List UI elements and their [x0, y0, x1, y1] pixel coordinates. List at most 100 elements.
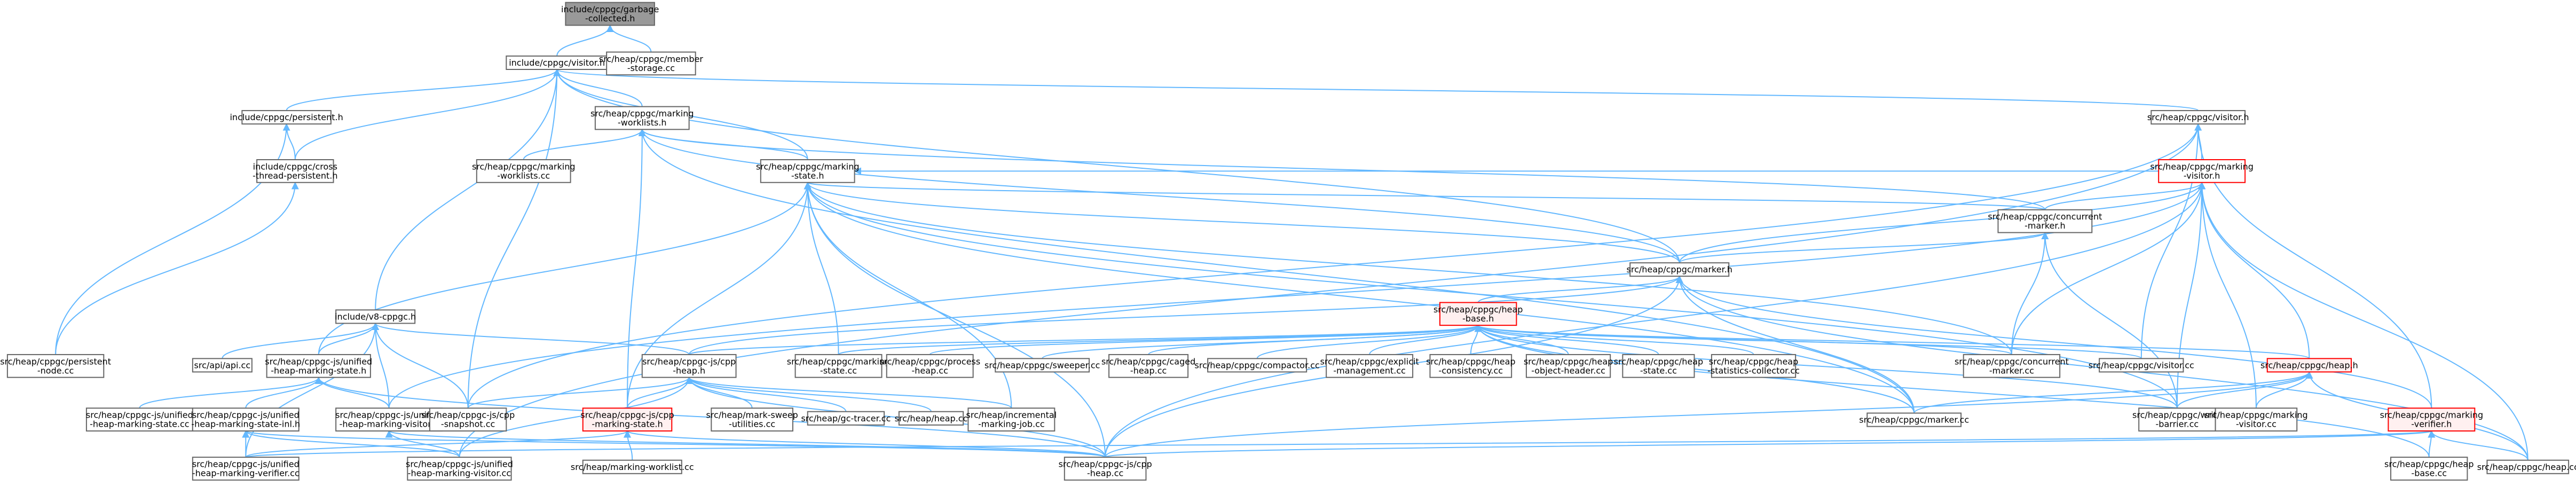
- dependency-edge: [803, 182, 839, 355]
- graph-node-cpp-heap-cc[interactable]: src/heap/cppgc-js/cpp-heap.cc: [1059, 457, 1152, 481]
- graph-node-member-storage[interactable]: src/heap/cppgc/member-storage.cc: [599, 51, 704, 76]
- graph-node-gc-tracer[interactable]: src/heap/gc-tracer.cc: [801, 411, 891, 426]
- dependency-edge: [1913, 371, 2313, 413]
- dependency-edge: [804, 182, 1680, 263]
- node-box: [335, 309, 416, 324]
- dependency-edge: [803, 182, 2012, 355]
- graph-node-heap-object-header[interactable]: src/heap/cppgc/heap-object-header.cc: [1524, 354, 1613, 378]
- node-label-line: src/heap/cppgc/marking: [2380, 410, 2484, 420]
- graph-node-marking-worklist-cc[interactable]: src/heap/marking-worklist.cc: [571, 459, 694, 474]
- graph-node-compactor[interactable]: src/heap/cppgc/compactor.cc: [1195, 358, 1320, 373]
- graph-node-process-heap[interactable]: src/heap/cppgc/process-heap.cc: [879, 354, 980, 378]
- node-label-line: src/heap/cppgc-js/cpp: [642, 356, 736, 366]
- graph-node-heap-stats[interactable]: src/heap/cppgc/heap-statistics-collector…: [1707, 354, 1800, 378]
- node-label-line: src/heap/cppgc/heap: [1433, 304, 1523, 315]
- graph-node-marker-h[interactable]: src/heap/cppgc/marker.h: [1627, 262, 1732, 277]
- graph-node-marking-verifier-h[interactable]: src/heap/cppgc/marking-verifier.h: [2380, 407, 2484, 432]
- node-box: [1997, 209, 2093, 233]
- node-label-line: -visitor.cc: [2236, 419, 2276, 429]
- node-label-line: -heap.h: [673, 365, 705, 375]
- graph-node-concurrent-marker-cc[interactable]: src/heap/cppgc/concurrent-marker.cc: [1955, 354, 2069, 378]
- graph-node-visitor-cc[interactable]: src/heap/cppgc/visitor.cc: [2089, 358, 2194, 373]
- graph-node-heap-h[interactable]: src/heap/cppgc/heap.h: [2260, 358, 2358, 373]
- graph-node-mark-sweep-util[interactable]: src/heap/mark-sweep-utilities.cc: [706, 407, 798, 432]
- graph-node-marking-visitor-h[interactable]: src/heap/cppgc/marking-visitor.h: [2150, 159, 2254, 183]
- dependency-edge: [639, 128, 2046, 210]
- graph-node-incremental-js[interactable]: src/heap/incremental-marking-job.cc: [966, 407, 1057, 432]
- dependency-edge: [624, 430, 1106, 458]
- node-label-line: -marker.h: [2024, 221, 2066, 231]
- node-label-line: src/heap/cppgc/marking: [472, 161, 576, 171]
- graph-node-unified-state-cc[interactable]: src/heap/cppgc-js/unified-heap-marking-s…: [85, 407, 193, 432]
- node-label-line: -collected.h: [585, 13, 635, 23]
- graph-node-heap-base-cc[interactable]: src/heap/cppgc/heap-base.cc: [2384, 457, 2473, 481]
- node-label-line: src/heap/cppgc/heap: [2384, 459, 2473, 469]
- graph-node-cross-thread[interactable]: include/cppgc/cross-thread-persistent.h: [253, 159, 338, 183]
- dependency-edge: [314, 377, 390, 409]
- graph-node-api-cc[interactable]: src/api/api.cc: [192, 358, 253, 373]
- node-label-line: -heap.cc: [912, 365, 948, 375]
- graph-node-root[interactable]: include/cppgc/garbage-collected.h: [561, 2, 659, 26]
- node-box: [641, 354, 737, 378]
- graph-node-unified-state-inl[interactable]: src/heap/cppgc-js/unified-heap-marking-s…: [191, 407, 300, 432]
- graph-node-marking-state-h[interactable]: src/heap/cppgc/marking-state.h: [756, 159, 860, 183]
- graph-node-concurrent-marker-h[interactable]: src/heap/cppgc/concurrent-marker.h: [1988, 209, 2102, 233]
- dependency-edge: [55, 182, 299, 355]
- node-box: [2390, 457, 2468, 481]
- node-box: [266, 354, 371, 378]
- dependency-edge: [375, 68, 561, 310]
- node-label-line: src/heap/cppgc/explicit: [1320, 356, 1419, 366]
- node-box: [476, 159, 571, 183]
- node-box: [2150, 110, 2246, 125]
- graph-node-marking-worklists-h[interactable]: src/heap/cppgc/marking-worklists.h: [590, 106, 694, 130]
- dependency-edge: [2011, 232, 2049, 355]
- node-box: [807, 411, 885, 426]
- graph-node-heap-cc-v8[interactable]: src/heap/heap.cc: [895, 411, 968, 426]
- node-label-line: src/heap/cppgc/caged: [1101, 356, 1195, 366]
- dependency-edge: [2011, 182, 2206, 355]
- graph-node-unified-visitor-cc[interactable]: src/heap/cppgc-js/unified-heap-marking-v…: [406, 457, 513, 481]
- dependency-edge: [385, 430, 1106, 458]
- dependency-edge: [2198, 182, 2257, 409]
- node-label-line: -worklists.cc: [497, 170, 550, 181]
- dependency-edge: [804, 182, 2046, 210]
- node-label-line: -heap-marking-state.cc: [90, 419, 189, 429]
- dependency-edge: [1474, 324, 1659, 355]
- graph-node-visitor-inc[interactable]: include/cppgc/visitor.h: [506, 55, 609, 70]
- node-box: [6, 354, 105, 378]
- dependency-edge: [1679, 232, 2049, 264]
- dependency-edge: [1105, 182, 2206, 458]
- node-box: [1326, 354, 1414, 378]
- graph-node-unified-state-h[interactable]: src/heap/cppgc-js/unified-heap-marking-s…: [265, 354, 372, 378]
- node-label-line: src/heap/cppgc/marker.cc: [1859, 415, 1969, 425]
- node-label-line: src/heap/gc-tracer.cc: [801, 413, 891, 424]
- graph-node-sweeper[interactable]: src/heap/cppgc/sweeper.cc: [984, 358, 1100, 373]
- graph-node-marking-worklists-cc[interactable]: src/heap/cppgc/marking-worklists.cc: [472, 159, 576, 183]
- graph-node-heap-base-h[interactable]: src/heap/cppgc/heap-base.h: [1433, 302, 1523, 326]
- dependency-edge: [55, 123, 290, 355]
- graph-node-persistent-node[interactable]: src/heap/cppgc/persistent-node.cc: [0, 354, 111, 378]
- graph-node-persistent[interactable]: include/cppgc/persistent.h: [230, 110, 343, 125]
- node-box: [1963, 354, 2061, 378]
- graph-node-write-barrier[interactable]: src/heap/cppgc/write-barrier.cc: [2132, 407, 2222, 432]
- graph-node-caged-heap[interactable]: src/heap/cppgc/caged-heap.cc: [1101, 354, 1195, 378]
- graph-node-cpp-snapshot[interactable]: src/heap/cppgc-js/cpp-snapshot.cc: [421, 407, 515, 432]
- graph-node-cpp-marking-state[interactable]: src/heap/cppgc-js/cpp-marking-state.h: [580, 407, 674, 432]
- dependency-edge: [1477, 275, 1683, 303]
- graph-node-marking-state-cc[interactable]: src/heap/cppgc/marking-state.cc: [787, 354, 891, 378]
- graph-node-heap-cc[interactable]: src/heap/cppgc/heap.cc: [2477, 459, 2576, 474]
- node-box: [606, 51, 696, 76]
- graph-node-unified-verifier[interactable]: src/heap/cppgc-js/unified-heap-marking-v…: [192, 457, 300, 481]
- dependency-edge: [286, 68, 561, 111]
- graph-node-visitor-src[interactable]: src/heap/cppgc/visitor.h: [2147, 110, 2249, 125]
- graph-node-heap-consistency[interactable]: src/heap/cppgc/heap-consistency.cc: [1426, 354, 1516, 378]
- graph-node-heap-state[interactable]: src/heap/cppgc/heap-state.cc: [1614, 354, 1703, 378]
- node-box: [1629, 262, 1730, 277]
- node-box: [711, 407, 793, 432]
- graph-node-marker-cc[interactable]: src/heap/cppgc/marker.cc: [1859, 412, 1969, 427]
- graph-node-explicit-mgmt[interactable]: src/heap/cppgc/explicit-management.cc: [1320, 354, 1419, 378]
- node-box: [1064, 457, 1147, 481]
- graph-node-marking-visitor-cc[interactable]: src/heap/cppgc/marking-visitor.cc: [2204, 407, 2308, 432]
- graph-node-v8-cppgc-h[interactable]: include/v8-cppgc.h: [335, 309, 416, 324]
- graph-node-cpp-heap-h[interactable]: src/heap/cppgc-js/cpp-heap.h: [641, 354, 737, 378]
